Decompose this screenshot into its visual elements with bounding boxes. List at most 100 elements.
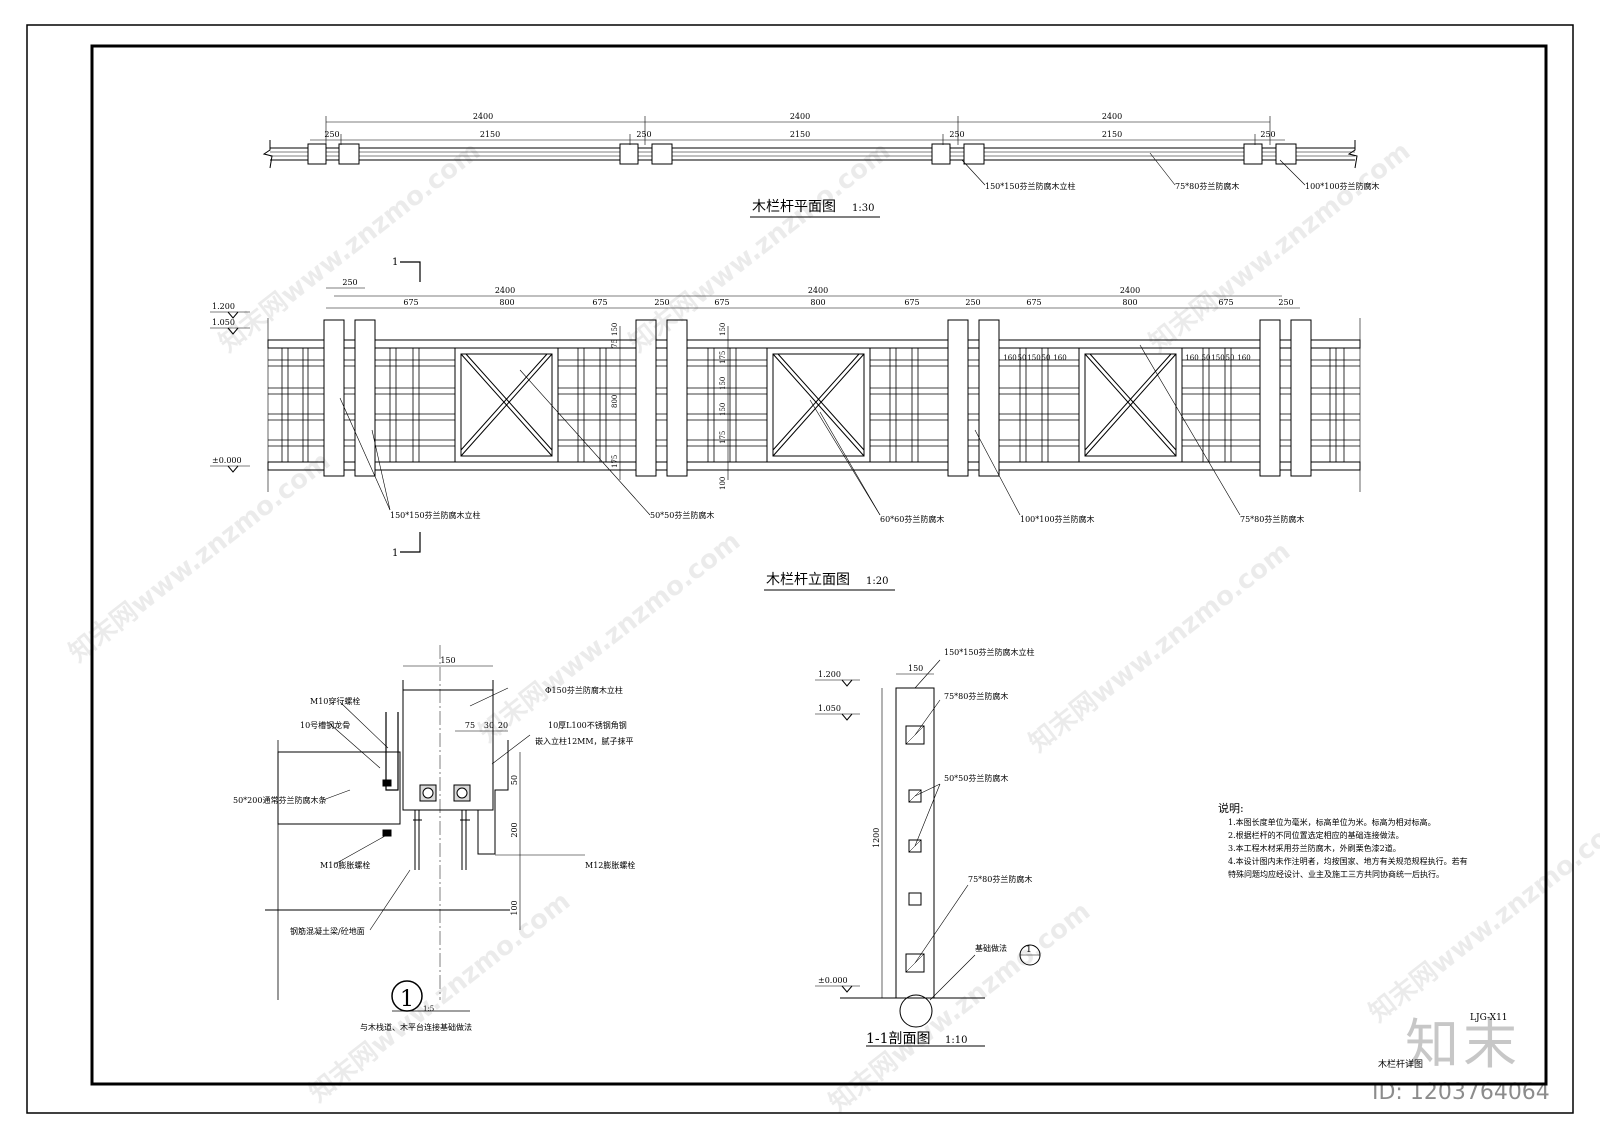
notes-line-2: 2.根据栏杆的不同位置选定相应的基础连接做法。: [1228, 830, 1404, 840]
elevation-grid-dims: 160 50 150 50 160 160 50 150 50 160: [1003, 354, 1250, 362]
notes: 说明: 1.本图长度单位为毫米，标高单位为米。标高为相对标高。 2.根据栏杆的不…: [1218, 801, 1468, 879]
grid-dim: 160: [1237, 354, 1250, 362]
section-title: 1-1剖面图: [866, 1031, 931, 1047]
notes-heading: 说明:: [1218, 801, 1244, 815]
inner-frame: [90, 44, 1548, 1086]
plan-label-rail: 75*80芬兰防腐木: [1175, 181, 1239, 191]
grid-dim: 160: [1003, 354, 1016, 362]
d1-dim-75: 75: [465, 721, 475, 730]
elev-dim-bay: 675: [714, 298, 729, 307]
elev-dim-gap: 250: [654, 298, 669, 307]
d1-dim-50: 50: [510, 775, 519, 785]
sec-level-0000: ±0.000: [818, 976, 848, 985]
vdim: 150: [719, 323, 727, 336]
outer-frame: [26, 24, 1574, 1114]
notes-line-5: 特殊问题均应经设计、业主及施工三方共同协商统一后执行。: [1228, 869, 1444, 879]
plan-labels: 150*150芬兰防腐木立柱 75*80芬兰防腐木 100*100芬兰防腐木: [985, 181, 1380, 191]
detail-1-labels: Φ150芬兰防腐木立柱 M10穿行螺栓 10号槽钢龙骨 10厚L100不锈钢角钢…: [233, 685, 635, 936]
elev-dim-gap: 250: [965, 298, 980, 307]
vdim: 75: [611, 339, 619, 348]
section-mark-bottom: 1: [392, 548, 398, 559]
d1-label-bolt: M10穿行螺栓: [310, 696, 360, 706]
d1-label-expansion-m10: M10膨胀螺栓: [320, 860, 370, 870]
vdim: 150: [719, 377, 727, 390]
grid-dim: 50: [1018, 354, 1027, 362]
section-labels: 150*150芬兰防腐木立柱 75*80芬兰防腐木 50*50芬兰防腐木 75*…: [944, 647, 1035, 953]
notes-line-1: 1.本图长度单位为毫米，标高单位为米。标高为相对标高。: [1228, 817, 1436, 827]
d1-label-wood: 50*200通常芬兰防腐木条: [233, 795, 326, 805]
section-scale: 1:10: [945, 1035, 967, 1046]
elev-label-60: 60*60芬兰防腐木: [880, 514, 944, 524]
plan-view: [262, 116, 1358, 186]
level-1050: 1.050: [212, 318, 235, 327]
sec-dim-1200: 1200: [872, 828, 881, 848]
elev-dim-bay: 675: [1026, 298, 1041, 307]
sec-dim-150: 150: [908, 664, 923, 673]
drawing-name: 木栏杆详图: [1378, 1058, 1423, 1070]
plan-label-post: 150*150芬兰防腐木立柱: [985, 181, 1076, 191]
vdim: 175: [719, 351, 727, 364]
plan-label-beam: 100*100芬兰防腐木: [1305, 181, 1380, 191]
elev-dim-bay: 675: [403, 298, 418, 307]
sec-label-foundation: 基础做法: [975, 943, 1007, 953]
detail-1-dims: 150 75 30 20 50 200 100: [440, 656, 519, 916]
sec-label-50: 50*50芬兰防腐木: [944, 773, 1008, 783]
section-detail-ref: 1: [1026, 945, 1032, 955]
elev-label-50: 50*50芬兰防腐木: [650, 510, 714, 520]
vdim: 100: [719, 477, 727, 490]
detail-1-caption: 与木栈道、木平台连接基础做法: [360, 1022, 472, 1032]
elev-dim-span-1: 2400: [495, 286, 515, 295]
elev-dim-bay: 800: [810, 298, 825, 307]
brand-logo: 知末: [1405, 1013, 1521, 1076]
elev-dim-bay: 675: [592, 298, 607, 307]
elevation-scale: 1:20: [866, 576, 888, 587]
d1-dim-200: 200: [510, 822, 519, 837]
elevation-levels: 1.200 1.050 ±0.000: [212, 302, 242, 465]
elev-dim-first: 250: [342, 278, 357, 287]
plan-title: 木栏杆平面图: [752, 199, 836, 215]
detail-1-scale: 1:5: [423, 1005, 434, 1013]
plan-dim-span-3: 2400: [1102, 112, 1122, 121]
grid-dim: 160: [1053, 354, 1066, 362]
grid-dim: 150: [1027, 354, 1040, 362]
d1-dim-20: 20: [498, 721, 508, 730]
plan-dim-span-2: 2400: [790, 112, 810, 121]
notes-line-3: 3.本工程木材采用芬兰防腐木，外刷栗色漆2道。: [1228, 843, 1401, 853]
elev-label-post: 150*150芬兰防腐木立柱: [390, 510, 481, 520]
sec-label-75: 75*80芬兰防腐木: [944, 691, 1008, 701]
vdim-total: 800: [611, 395, 619, 408]
notes-line-4: 4.本设计图内未作注明者，均按国家、地方有关规范规程执行。若有: [1228, 856, 1468, 866]
elev-label-75: 75*80芬兰防腐木: [1240, 514, 1304, 524]
plan-dim-post: 250: [949, 130, 964, 139]
elev-dim-bay: 800: [499, 298, 514, 307]
d1-label-angle: 10厚L100不锈钢角钢: [548, 720, 627, 730]
d1-label-embed: 嵌入立柱12MM，腻子抹平: [535, 736, 634, 746]
elevation-view: [210, 261, 1361, 553]
elev-dim-bay: 675: [1218, 298, 1233, 307]
plan-dims: 2400 2400 2400 250 2150 250 2150 250 215…: [324, 112, 1275, 139]
d1-dim-30: 30: [484, 721, 494, 730]
sec-level-1050: 1.050: [818, 704, 841, 713]
vdim: 175: [611, 455, 619, 468]
elev-dim-span-3: 2400: [1120, 286, 1140, 295]
grid-dim: 50: [1202, 354, 1211, 362]
plan-dim-bay: 2150: [480, 130, 500, 139]
section-dims: 150 1200: [872, 664, 923, 848]
plan-dim-post: 250: [324, 130, 339, 139]
sec-label-post: 150*150芬兰防腐木立柱: [944, 647, 1035, 657]
plan-dim-post: 250: [636, 130, 651, 139]
elev-dim-bay: 675: [904, 298, 919, 307]
plan-dim-bay: 2150: [1102, 130, 1122, 139]
d1-label-concrete: 钢筋混凝土梁/砼地面: [290, 926, 365, 936]
detail-1-view: [265, 645, 585, 1012]
elevation-vertical-dims: 75 150 800 175 100 150 175 150 150 175: [611, 323, 727, 490]
d1-label-post: Φ150芬兰防腐木立柱: [545, 685, 623, 695]
d1-label-expansion-m12: M12膨胀螺栓: [585, 860, 635, 870]
elevation-labels: 150*150芬兰防腐木立柱 50*50芬兰防腐木 60*60芬兰防腐木 100…: [390, 510, 1304, 524]
d1-label-channel: 10号槽钢龙骨: [300, 720, 350, 730]
elevation-title: 木栏杆立面图: [766, 572, 850, 588]
elev-dim-gap: 250: [1278, 298, 1293, 307]
grid-dim: 50: [1226, 354, 1235, 362]
sec-level-1200: 1.200: [818, 670, 841, 679]
